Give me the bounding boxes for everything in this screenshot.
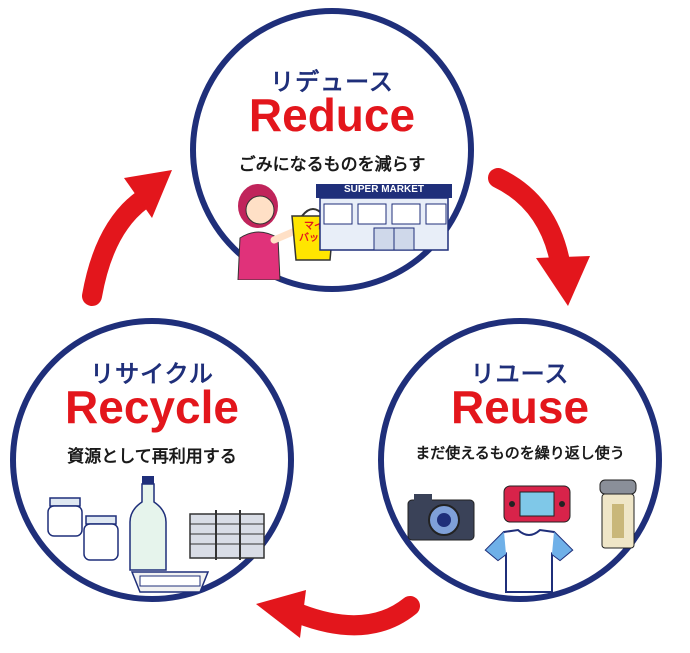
- cycle-arrow-icon: [82, 170, 172, 306]
- store-sign: SUPER MARKET: [343, 184, 424, 195]
- recycle-kana-title: リサイクル: [90, 360, 214, 388]
- supermarket-icon: [316, 184, 452, 251]
- glass-bottle-icon: [129, 476, 167, 571]
- newspaper-bundle-icon: [189, 510, 265, 560]
- cycle-arrow-icon: [488, 168, 590, 306]
- recycle-circle: リサイクル Recycle 資源として再利用する: [10, 318, 294, 602]
- recycle-english-title: Recycle: [65, 381, 239, 433]
- reduce-description: ごみになるものを減らす: [238, 155, 426, 175]
- glass-jar-icon: [47, 497, 119, 561]
- shopper-icon: [237, 184, 306, 280]
- food-tray-icon: [130, 571, 210, 593]
- thermos-pot-icon: [599, 479, 637, 549]
- reduce-kana-title: リデュース: [270, 68, 394, 96]
- reduce-circle: リデュース Reduce ごみになるものを減らす マイ バッグ: [190, 8, 474, 292]
- bag-label: マイ バッグ: [294, 221, 334, 245]
- reuse-kana-title: リユース: [470, 360, 570, 388]
- game-console-icon: [503, 485, 571, 523]
- reuse-english-title: Reuse: [450, 381, 590, 433]
- reuse-description: まだ使えるものを繰り返し使う: [415, 444, 625, 462]
- bag-label-line-2: バッグ: [299, 233, 329, 244]
- tshirt-icon: [484, 528, 574, 593]
- recycle-description: 資源として再利用する: [67, 447, 237, 467]
- reuse-circle: リユース Reuse まだ使えるものを繰り返し使う: [378, 318, 662, 602]
- bag-label-line-1: マイ: [304, 221, 324, 232]
- reduce-english-title: Reduce: [248, 89, 416, 141]
- cycle-arrow-icon: [256, 590, 420, 638]
- camera-icon: [407, 494, 475, 541]
